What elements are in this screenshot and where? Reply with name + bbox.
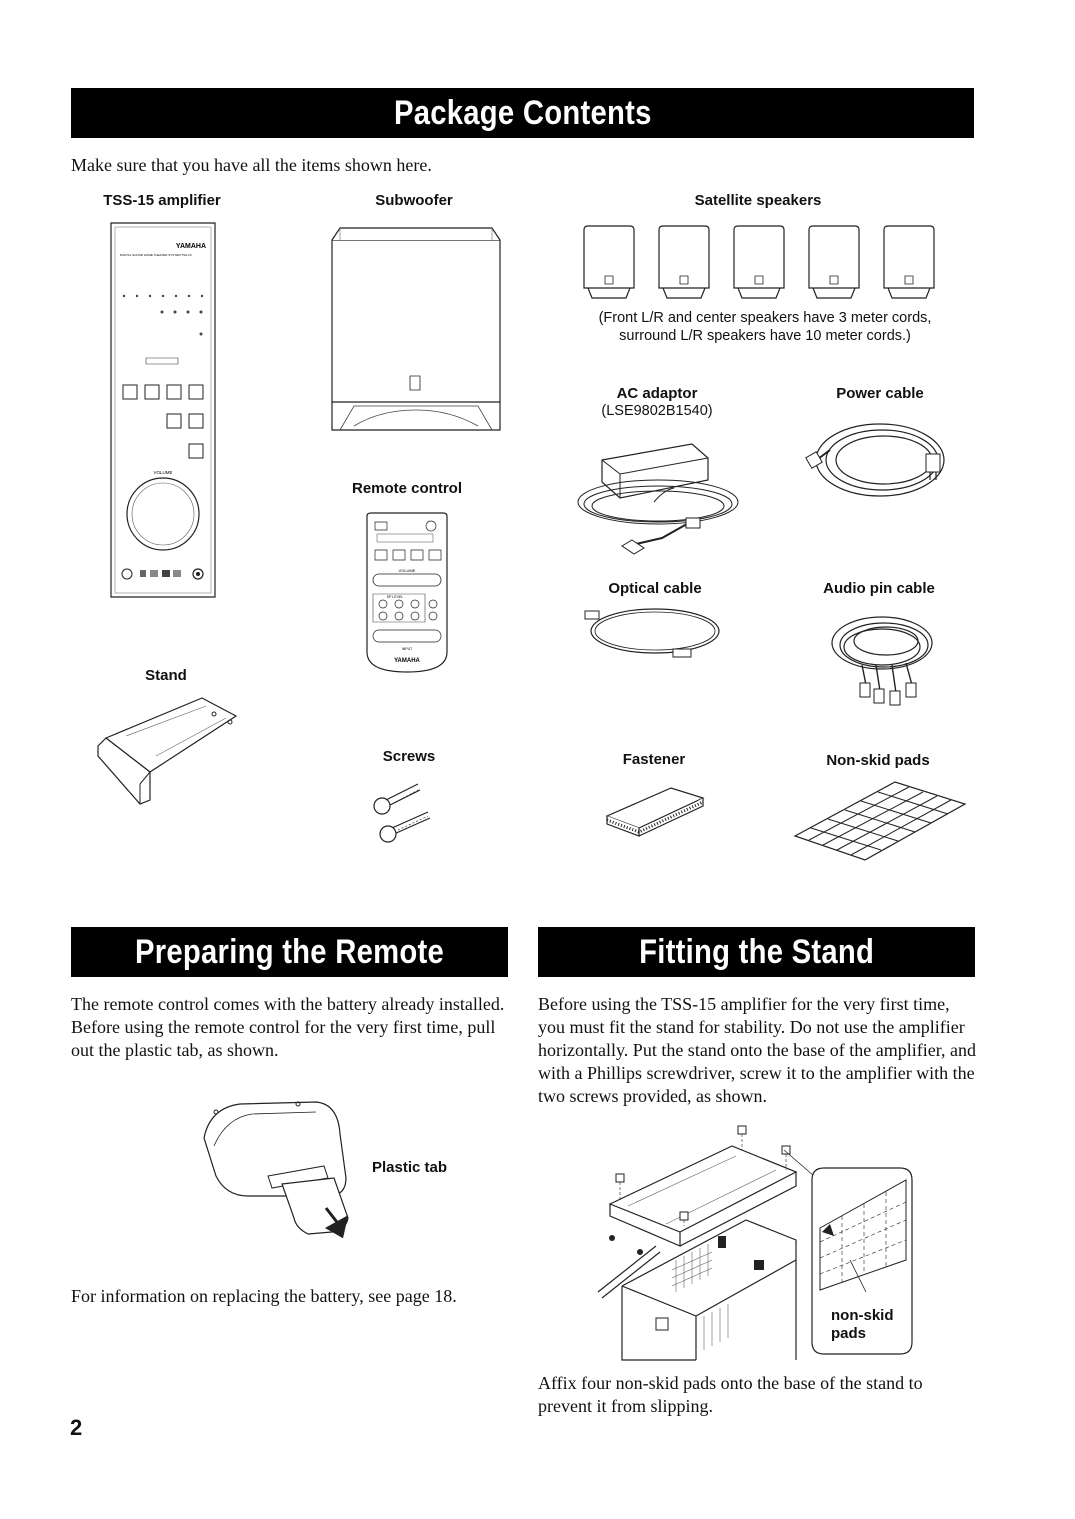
remote-splevel-text: SP LEVEL xyxy=(387,595,404,599)
label-audio-pin: Audio pin cable xyxy=(823,580,935,597)
amp-volume-text: VOLUME xyxy=(153,470,172,475)
remote-tab-illustration xyxy=(196,1098,366,1238)
amp-model-text: DIGITAL SOUND HOME THEATER SYSTEM TSS-15 xyxy=(120,253,192,257)
plastic-tab-callout: Plastic tab xyxy=(372,1159,448,1176)
label-ac-adaptor: AC adaptor xyxy=(616,385,698,402)
label-satellites: Satellite speakers xyxy=(694,192,822,209)
label-amplifier: TSS-15 amplifier xyxy=(103,192,221,209)
remote-input-text: INPUT xyxy=(402,647,413,651)
satellite-note-line2: surround L/R speakers have 10 meter cord… xyxy=(619,328,911,344)
nonskid-pads-callout-line1: non-skid xyxy=(831,1307,894,1324)
nonskid-pads-illustration xyxy=(793,780,967,862)
audio-pin-cable-illustration xyxy=(822,603,942,715)
package-contents-heading: Package Contents xyxy=(71,88,974,138)
remote-brand-text: YAMAHA xyxy=(394,658,420,664)
label-stand: Stand xyxy=(145,667,187,684)
label-screws: Screws xyxy=(382,748,436,765)
subwoofer-illustration xyxy=(330,226,502,432)
label-optical: Optical cable xyxy=(608,580,702,597)
stand-illustration xyxy=(96,696,240,806)
label-fastener: Fastener xyxy=(622,751,686,768)
screws-illustration xyxy=(372,778,438,848)
remote-section-footer: For information on replacing the battery… xyxy=(71,1286,457,1306)
stand-section-body: Before using the TSS-15 amplifier for th… xyxy=(538,994,977,1106)
label-subwoofer: Subwoofer xyxy=(375,192,453,209)
remote-section-heading: Preparing the Remote Control xyxy=(71,927,508,1021)
label-remote: Remote control xyxy=(351,480,462,497)
optical-cable-illustration xyxy=(585,603,725,663)
label-power-cable: Power cable xyxy=(836,385,924,402)
stand-fitting-illustration xyxy=(596,1120,926,1360)
nonskid-pads-callout-line2: pads xyxy=(831,1325,867,1342)
satellite-speakers-illustration xyxy=(582,225,935,299)
remote-section-body: The remote control comes with the batter… xyxy=(71,994,505,1060)
label-nonskid: Non-skid pads xyxy=(826,752,930,769)
remote-volume-text: VOLUME xyxy=(399,568,416,573)
ac-adaptor-illustration xyxy=(574,440,742,555)
page-number: 2 xyxy=(70,1415,83,1440)
remote-control-illustration: VOLUME SP LEVEL INPUT YAMAHA xyxy=(365,512,449,674)
amp-brand-text: YAMAHA xyxy=(176,243,206,250)
power-cable-illustration xyxy=(810,414,950,504)
fastener-illustration xyxy=(605,786,705,836)
stand-section-footer: Affix four non-skid pads onto the base o… xyxy=(538,1373,923,1416)
stand-section-heading: Fitting the Stand xyxy=(538,927,975,977)
satellite-note-line1: (Front L/R and center speakers have 3 me… xyxy=(598,310,932,326)
package-intro: Make sure that you have all the items sh… xyxy=(71,155,432,175)
amplifier-illustration: YAMAHA DIGITAL SOUND HOME THEATER SYSTEM… xyxy=(110,222,216,598)
label-ac-adaptor-model: (LSE9802B1540) xyxy=(601,403,713,419)
